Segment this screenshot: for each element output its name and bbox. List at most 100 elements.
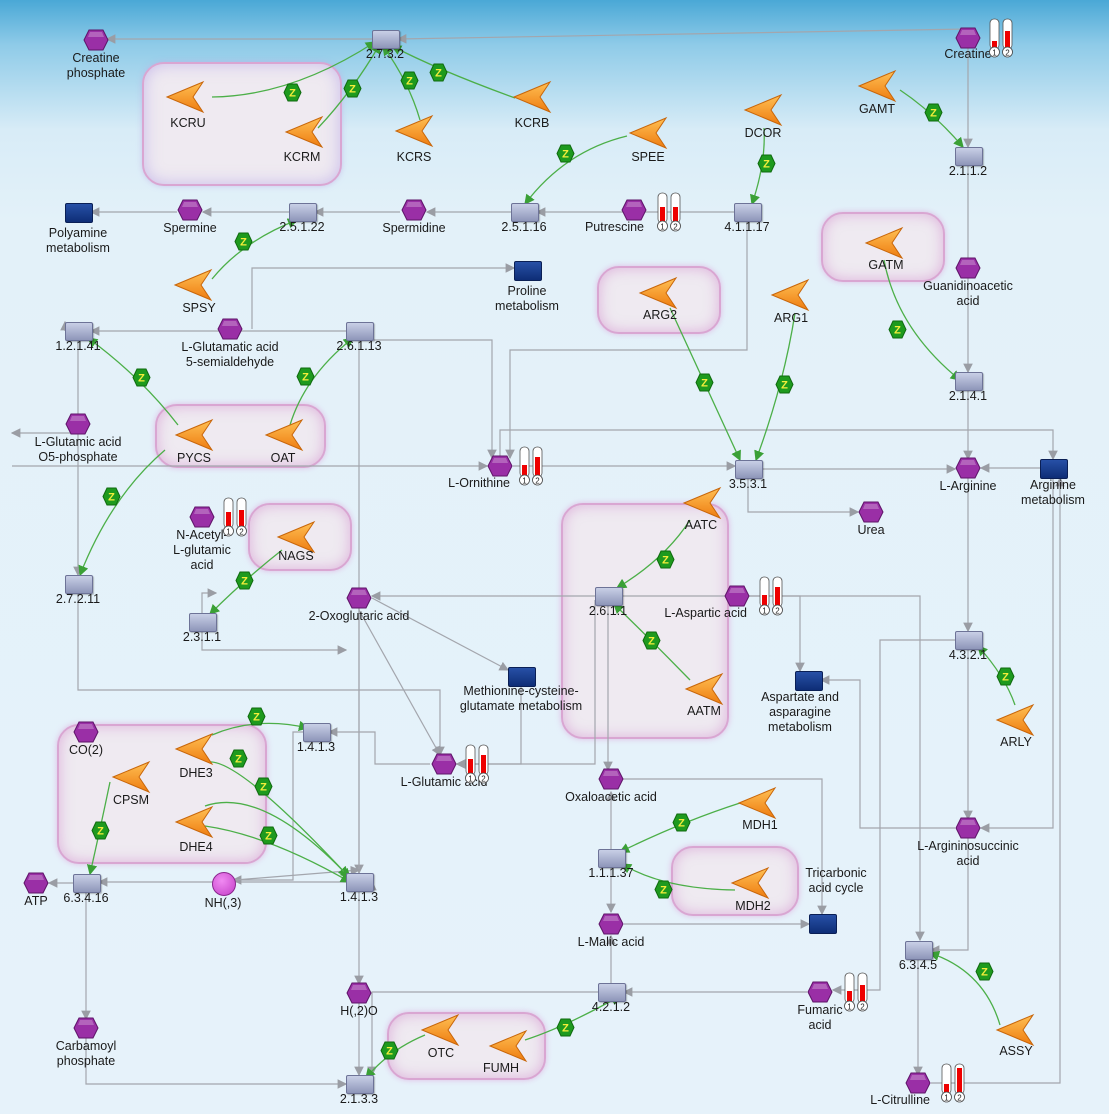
reaction-edge xyxy=(505,221,748,460)
enzyme-SPSY[interactable] xyxy=(173,268,213,302)
metabolite-label: H(,2)O xyxy=(340,1004,378,1018)
catalysis-z-icon: Z xyxy=(924,103,943,122)
svg-text:1: 1 xyxy=(226,528,231,537)
reaction-node-1.4.1.3[interactable] xyxy=(303,723,331,742)
enzyme-GAMT[interactable] xyxy=(857,69,897,103)
enzyme-ARG2[interactable] xyxy=(638,276,678,310)
pathway-node-arginine_met[interactable] xyxy=(1040,459,1068,479)
enzyme-NAGS[interactable] xyxy=(276,520,316,554)
enzyme-KCRB[interactable] xyxy=(512,80,552,114)
reaction-node-2.5.1.22[interactable] xyxy=(289,203,317,222)
enzyme-DCOR[interactable] xyxy=(743,93,783,127)
enzyme-GATM[interactable] xyxy=(864,226,904,260)
enzyme-DHE4[interactable] xyxy=(174,805,214,839)
nh3-node[interactable] xyxy=(212,872,236,896)
enzyme-ARG1[interactable] xyxy=(770,278,810,312)
enzyme-ASSY[interactable] xyxy=(995,1013,1035,1047)
pathway-node-proline[interactable] xyxy=(514,261,542,281)
enzyme-OTC[interactable] xyxy=(420,1013,460,1047)
reaction-node-6.3.4.16[interactable] xyxy=(73,874,101,893)
metabolite-citrulline[interactable] xyxy=(905,1072,931,1094)
expression-thermometer-icon: 1 2 xyxy=(656,191,684,233)
enzyme-KCRM[interactable] xyxy=(284,115,324,149)
enzyme-CPSM[interactable] xyxy=(111,760,151,794)
metabolite-ornithine[interactable] xyxy=(487,455,513,477)
svg-text:Z: Z xyxy=(349,84,356,96)
reaction-node-2.7.3.2[interactable] xyxy=(372,30,400,49)
metabolite-glu_phosphate[interactable] xyxy=(65,413,91,435)
metabolite-label: N-Acetyl- L-glutamic acid xyxy=(173,528,231,572)
enzyme-KCRU[interactable] xyxy=(165,80,205,114)
metabolite-atp[interactable] xyxy=(23,872,49,894)
reaction-edge xyxy=(251,263,516,329)
metabolite-oxaloacetic[interactable] xyxy=(598,768,624,790)
metabolite-label: L-Argininosuccinic acid xyxy=(917,839,1019,868)
metabolite-spermidine[interactable] xyxy=(401,199,427,221)
metabolite-co2[interactable] xyxy=(73,721,99,743)
metabolite-aspartic[interactable] xyxy=(724,585,750,607)
pathway-node-polyamine[interactable] xyxy=(65,203,93,223)
metabolite-guanidinoacetic[interactable] xyxy=(955,257,981,279)
reaction-node-4.3.2.1[interactable] xyxy=(955,631,983,650)
metabolite-malic[interactable] xyxy=(598,913,624,935)
metabolite-urea[interactable] xyxy=(858,501,884,523)
metabolite-arginine[interactable] xyxy=(955,457,981,479)
reaction-node-2.3.1.1[interactable] xyxy=(189,613,217,632)
reaction-node-2.1.4.1[interactable] xyxy=(955,372,983,391)
reaction-node-6.3.4.5[interactable] xyxy=(905,941,933,960)
enzyme-KCRS[interactable] xyxy=(394,114,434,148)
reaction-node-1.4.1.3[interactable] xyxy=(346,873,374,892)
enzyme-AATM[interactable] xyxy=(684,672,724,706)
metabolite-glu_semialdehyde[interactable] xyxy=(217,318,243,340)
reaction-node-2.6.1.13[interactable] xyxy=(346,322,374,341)
catalysis-z-icon: Z xyxy=(132,368,151,387)
reaction-node-2.1.3.3[interactable] xyxy=(346,1075,374,1094)
enzyme-FUMH[interactable] xyxy=(488,1029,528,1063)
metabolite-label: L-Glutamatic acid 5-semialdehyde xyxy=(181,340,279,369)
enzyme-SPEE[interactable] xyxy=(628,116,668,150)
catalysis-z-icon: Z xyxy=(400,71,419,90)
enzyme-ARLY[interactable] xyxy=(995,703,1035,737)
reaction-node-2.6.1.1[interactable] xyxy=(595,587,623,606)
metabolite-creatine[interactable] xyxy=(955,27,981,49)
svg-text:Z: Z xyxy=(562,1023,569,1035)
enzyme-OAT[interactable] xyxy=(264,418,304,452)
reaction-label: 3.5.3.1 xyxy=(728,477,768,491)
pathway-node-met_cys_glu[interactable] xyxy=(508,667,536,687)
reaction-node-2.1.1.2[interactable] xyxy=(955,147,983,166)
metabolite-h2o[interactable] xyxy=(346,982,372,1004)
expression-thermometer-icon: 1 2 xyxy=(988,17,1016,59)
pathway-node-tca[interactable] xyxy=(809,914,837,934)
svg-text:Z: Z xyxy=(241,576,248,588)
metabolite-glutamic[interactable] xyxy=(431,753,457,775)
enzyme-DHE3[interactable] xyxy=(174,732,214,766)
metabolite-fumaric[interactable] xyxy=(807,981,833,1003)
reaction-node-2.5.1.16[interactable] xyxy=(511,203,539,222)
enzyme-AATC[interactable] xyxy=(682,486,722,520)
svg-text:Z: Z xyxy=(1002,672,1009,684)
pathway-node-asp_asn[interactable] xyxy=(795,671,823,691)
reaction-edge xyxy=(499,429,1058,461)
metabolite-spermine[interactable] xyxy=(177,199,203,221)
metabolite-argininosuccinic[interactable] xyxy=(955,817,981,839)
reaction-node-2.7.2.11[interactable] xyxy=(65,575,93,594)
metabolite-n_acetyl[interactable] xyxy=(189,506,215,528)
reaction-node-4.1.1.17[interactable] xyxy=(734,203,762,222)
reaction-edge xyxy=(621,595,925,942)
metabolite-carbamoyl[interactable] xyxy=(73,1017,99,1039)
catalysis-z-icon: Z xyxy=(254,777,273,796)
metabolite-creatine_phosphate[interactable] xyxy=(83,29,109,51)
reaction-node-1.2.1.41[interactable] xyxy=(65,322,93,341)
enzyme-PYCS[interactable] xyxy=(174,418,214,452)
enzyme-MDH2[interactable] xyxy=(730,866,770,900)
catalysis-z-icon: Z xyxy=(234,232,253,251)
reaction-node-4.2.1.2[interactable] xyxy=(598,983,626,1002)
svg-text:2: 2 xyxy=(535,477,540,486)
enzyme-MDH1[interactable] xyxy=(737,786,777,820)
metabolite-oxoglutaric[interactable] xyxy=(346,587,372,609)
catalysis-z-icon: Z xyxy=(296,367,315,386)
reaction-node-3.5.3.1[interactable] xyxy=(735,460,763,479)
enzyme-label: ARLY xyxy=(1000,735,1032,749)
reaction-node-1.1.1.37[interactable] xyxy=(598,849,626,868)
metabolite-putrescine[interactable] xyxy=(621,199,647,221)
